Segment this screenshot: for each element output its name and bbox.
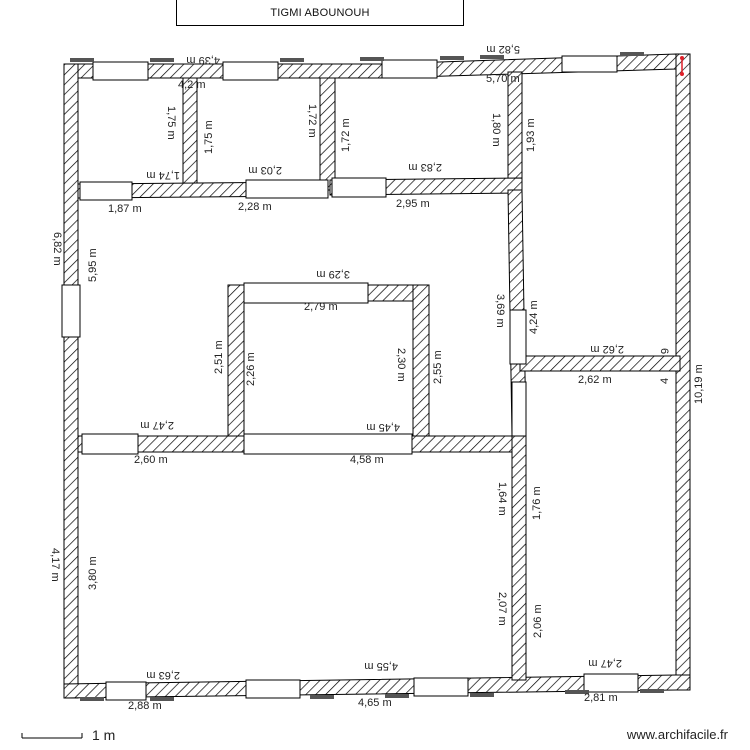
dim-bottom-outer-right: 2,81 m bbox=[584, 692, 618, 704]
door-room2 bbox=[245, 179, 329, 199]
dim-center-top: 3,29 m bbox=[316, 268, 350, 280]
dim-center-right-outer: 2,55 m bbox=[432, 350, 444, 384]
scale-bar bbox=[21, 733, 83, 739]
dim-right-small-a: 6 bbox=[658, 348, 670, 354]
plan-title: TIGMI ABOUNOUH bbox=[176, 0, 464, 26]
dim-mid-left-upper: 2,47 m bbox=[140, 419, 174, 431]
dim-room3-right: 1,93 m bbox=[525, 118, 537, 152]
wall-right-outer bbox=[675, 53, 691, 691]
scale-label: 1 m bbox=[92, 727, 116, 743]
door-corridor bbox=[509, 309, 527, 365]
dim-wall-228: 2,28 m bbox=[238, 201, 272, 213]
door-center-top bbox=[243, 282, 369, 304]
dim-right-corridor-inner: 4,24 m bbox=[528, 300, 540, 334]
wall-room3-right bbox=[507, 71, 523, 191]
dim-left-inner: 5,95 m bbox=[87, 248, 99, 282]
dim-bottom-outer-center: 4,65 m bbox=[358, 697, 392, 709]
dim-bottom-inner-right: 2,47 m bbox=[588, 657, 622, 669]
dim-wall-203: 2,03 m bbox=[248, 164, 282, 176]
window-sill bbox=[440, 56, 464, 60]
door-room1 bbox=[79, 181, 133, 201]
dim-room2-left: 1,72 m bbox=[306, 104, 318, 138]
wall-bottom-outer bbox=[63, 674, 691, 699]
wall-bottom-right bbox=[511, 435, 527, 681]
window-bottom-1 bbox=[105, 681, 147, 701]
dim-wall-174: 1,74 m bbox=[146, 169, 180, 181]
dim-left-outer: 6,82 m bbox=[51, 232, 63, 266]
dim-mid-left-lower: 2,60 m bbox=[134, 454, 168, 466]
dim-top-left-inner: 4,2 m bbox=[178, 79, 206, 91]
dim-bottom-right-upper-b: 1,76 m bbox=[531, 486, 543, 520]
wall-right-room-top bbox=[519, 355, 681, 372]
window-sill bbox=[360, 57, 384, 61]
dim-right-outer: 10,19 m bbox=[693, 364, 705, 404]
window-sill bbox=[150, 58, 174, 62]
window-left bbox=[61, 284, 81, 338]
dim-room1-right: 1,75 m bbox=[203, 120, 215, 154]
door-room3 bbox=[331, 177, 387, 198]
dim-room1-left: 1,75 m bbox=[165, 106, 177, 140]
dim-center-left-inner: 2,26 m bbox=[245, 352, 257, 386]
wall-center-left bbox=[227, 284, 245, 438]
window-sill bbox=[385, 694, 409, 698]
selection-marker[interactable] bbox=[680, 56, 684, 76]
window-bottom-2 bbox=[245, 679, 301, 699]
window-sill bbox=[280, 58, 304, 62]
wall-left-outer bbox=[63, 63, 79, 699]
window-sill bbox=[70, 58, 94, 62]
window-bottom-4 bbox=[583, 673, 639, 693]
window-top-4 bbox=[561, 55, 618, 73]
window-top-3 bbox=[381, 59, 438, 79]
window-top-1 bbox=[92, 61, 149, 81]
credit-text: www.archifacile.fr bbox=[626, 727, 728, 742]
window-top-2 bbox=[222, 61, 279, 81]
window-sill bbox=[80, 697, 104, 701]
door-center-bottom bbox=[243, 433, 413, 455]
door-mid-left bbox=[81, 433, 139, 455]
dim-center-right-inner: 2,30 m bbox=[395, 348, 407, 382]
wall-room2-right bbox=[319, 77, 336, 191]
window-sill bbox=[640, 689, 664, 693]
wall-room1-right bbox=[182, 77, 198, 185]
window-sills bbox=[70, 52, 664, 701]
door-corridor-2 bbox=[511, 381, 527, 437]
window-sill bbox=[620, 52, 644, 56]
dim-bottom-left-outer: 4,17 m bbox=[49, 548, 61, 582]
wall-center-right bbox=[412, 284, 430, 438]
window-bottom-3 bbox=[413, 677, 469, 697]
dim-right-room-bottom: 2,62 m bbox=[578, 374, 612, 386]
dim-wall-295: 2,95 m bbox=[396, 198, 430, 210]
dim-bottom-inner-center: 4,55 m bbox=[364, 660, 398, 672]
dim-center-top-inner: 2,79 m bbox=[304, 301, 338, 313]
window-sill bbox=[150, 697, 174, 701]
window-sill bbox=[310, 695, 334, 699]
dim-center-bottom: 4,45 m bbox=[366, 421, 400, 433]
dim-center-left-outer: 2,51 m bbox=[213, 340, 225, 374]
dim-room3-left: 1,80 m bbox=[490, 113, 502, 147]
window-sill bbox=[470, 693, 494, 697]
dim-right-small-b: 4 bbox=[659, 378, 671, 384]
dim-top-left: 4,39 m bbox=[186, 54, 220, 66]
dim-bottom-right-upper-a: 1,64 m bbox=[496, 482, 508, 516]
dim-wall-187: 1,87 m bbox=[108, 203, 142, 215]
window-sill bbox=[565, 690, 589, 694]
dim-room2-right: 1,72 m bbox=[340, 118, 352, 152]
dim-bottom-inner-left: 2,63 m bbox=[146, 669, 180, 681]
window-sill bbox=[480, 55, 504, 59]
dim-top-right: 5,82 m bbox=[486, 43, 520, 55]
dim-top-right-inner: 5,70 m bbox=[486, 73, 520, 85]
dim-bottom-right-lower-b: 2,06 m bbox=[532, 604, 544, 638]
dim-right-room-top: 2,62 m bbox=[590, 343, 624, 355]
dim-mid-center: 4,58 m bbox=[350, 454, 384, 466]
dim-right-corridor-outer: 3,69 m bbox=[494, 294, 506, 328]
dim-bottom-left-inner: 3,80 m bbox=[87, 556, 99, 590]
dim-wall-283: 2,83 m bbox=[408, 161, 442, 173]
dim-bottom-outer-left: 2,88 m bbox=[128, 700, 162, 712]
openings bbox=[61, 52, 664, 701]
dim-bottom-right-lower-a: 2,07 m bbox=[496, 592, 508, 626]
